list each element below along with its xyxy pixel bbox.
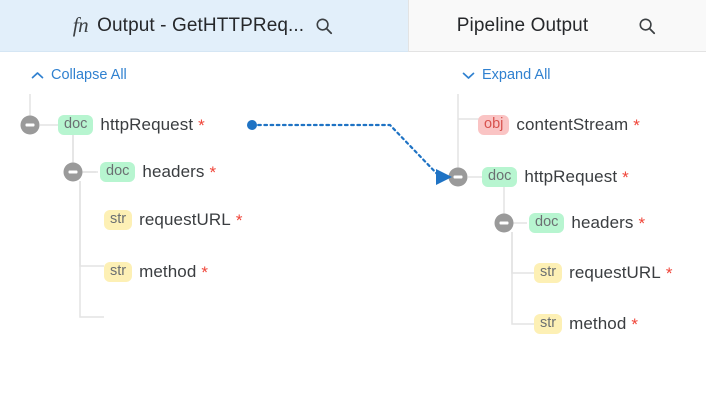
required-marker: *	[209, 162, 217, 182]
tree-node-requesturl[interactable]: str requestURL *	[534, 260, 672, 286]
node-label: httpRequest	[524, 167, 618, 186]
required-marker: *	[665, 263, 673, 283]
node-label: headers	[571, 213, 634, 232]
output-tree-panel: Collapse All doc httpRequest	[0, 53, 408, 404]
tree-toggle[interactable]	[63, 162, 83, 182]
tree-node-method[interactable]: str method *	[104, 259, 208, 285]
required-marker: *	[638, 213, 646, 233]
tree-toggle[interactable]	[494, 213, 514, 233]
tree-node-headers[interactable]: doc headers *	[529, 210, 645, 236]
required-marker: *	[622, 167, 629, 187]
required-marker: *	[235, 210, 243, 230]
right-panel-header: Pipeline Output	[408, 0, 706, 52]
tree-toggle[interactable]	[20, 115, 40, 135]
type-badge-obj: obj	[478, 114, 510, 136]
chevron-down-icon	[462, 69, 475, 82]
required-marker: *	[633, 115, 640, 135]
required-marker: *	[631, 314, 639, 334]
type-badge-doc: doc	[58, 114, 94, 136]
tree-node-requesturl[interactable]: str requestURL *	[104, 207, 242, 233]
right-tree-connectors	[457, 94, 534, 325]
node-label: contentStream	[516, 115, 629, 134]
right-tree: obj contentStream * doc httpRequest * do…	[408, 53, 706, 404]
required-marker: *	[201, 262, 209, 282]
tree-toggle[interactable]	[448, 167, 468, 187]
pipeline-output-tree-panel: Expand All obj contentStream	[408, 53, 706, 404]
left-tree: doc httpRequest * doc headers * str requ…	[0, 53, 408, 404]
tree-node-method[interactable]: str method *	[534, 311, 638, 337]
panel-headers: fn Output - GetHTTPReq... Pipeline Outpu…	[0, 0, 706, 53]
type-badge-doc: doc	[100, 161, 136, 183]
node-label: method	[139, 262, 197, 281]
type-badge-doc: doc	[529, 212, 565, 234]
chevron-up-icon	[31, 69, 44, 82]
collapse-all-label: Collapse All	[51, 67, 127, 83]
expand-all-button[interactable]: Expand All	[462, 67, 551, 83]
tree-node-httprequest[interactable]: doc httpRequest *	[482, 164, 629, 190]
left-tree-connectors	[29, 94, 104, 318]
node-label: method	[569, 314, 627, 333]
type-badge-str: str	[534, 262, 563, 284]
tree-node-contentstream[interactable]: obj contentStream *	[478, 112, 640, 138]
tree-node-httprequest[interactable]: doc httpRequest *	[58, 112, 205, 138]
type-badge-str: str	[104, 209, 133, 231]
type-badge-str: str	[104, 261, 133, 283]
collapse-all-button[interactable]: Collapse All	[31, 67, 127, 83]
right-panel-title: Pipeline Output	[456, 14, 589, 36]
type-badge-str: str	[534, 313, 563, 335]
node-label: headers	[142, 162, 205, 181]
node-label: httpRequest	[100, 115, 194, 134]
required-marker: *	[198, 115, 205, 135]
tree-node-headers[interactable]: doc headers *	[100, 159, 216, 185]
expand-all-label: Expand All	[482, 67, 551, 83]
left-panel-header: fn Output - GetHTTPReq...	[0, 0, 408, 52]
function-icon: fn	[72, 13, 89, 37]
node-label: requestURL	[569, 263, 661, 282]
node-label: requestURL	[139, 210, 231, 229]
search-icon[interactable]	[636, 15, 658, 37]
search-icon[interactable]	[313, 15, 335, 37]
type-badge-doc: doc	[482, 166, 518, 188]
left-panel-title: Output - GetHTTPReq...	[97, 14, 305, 36]
